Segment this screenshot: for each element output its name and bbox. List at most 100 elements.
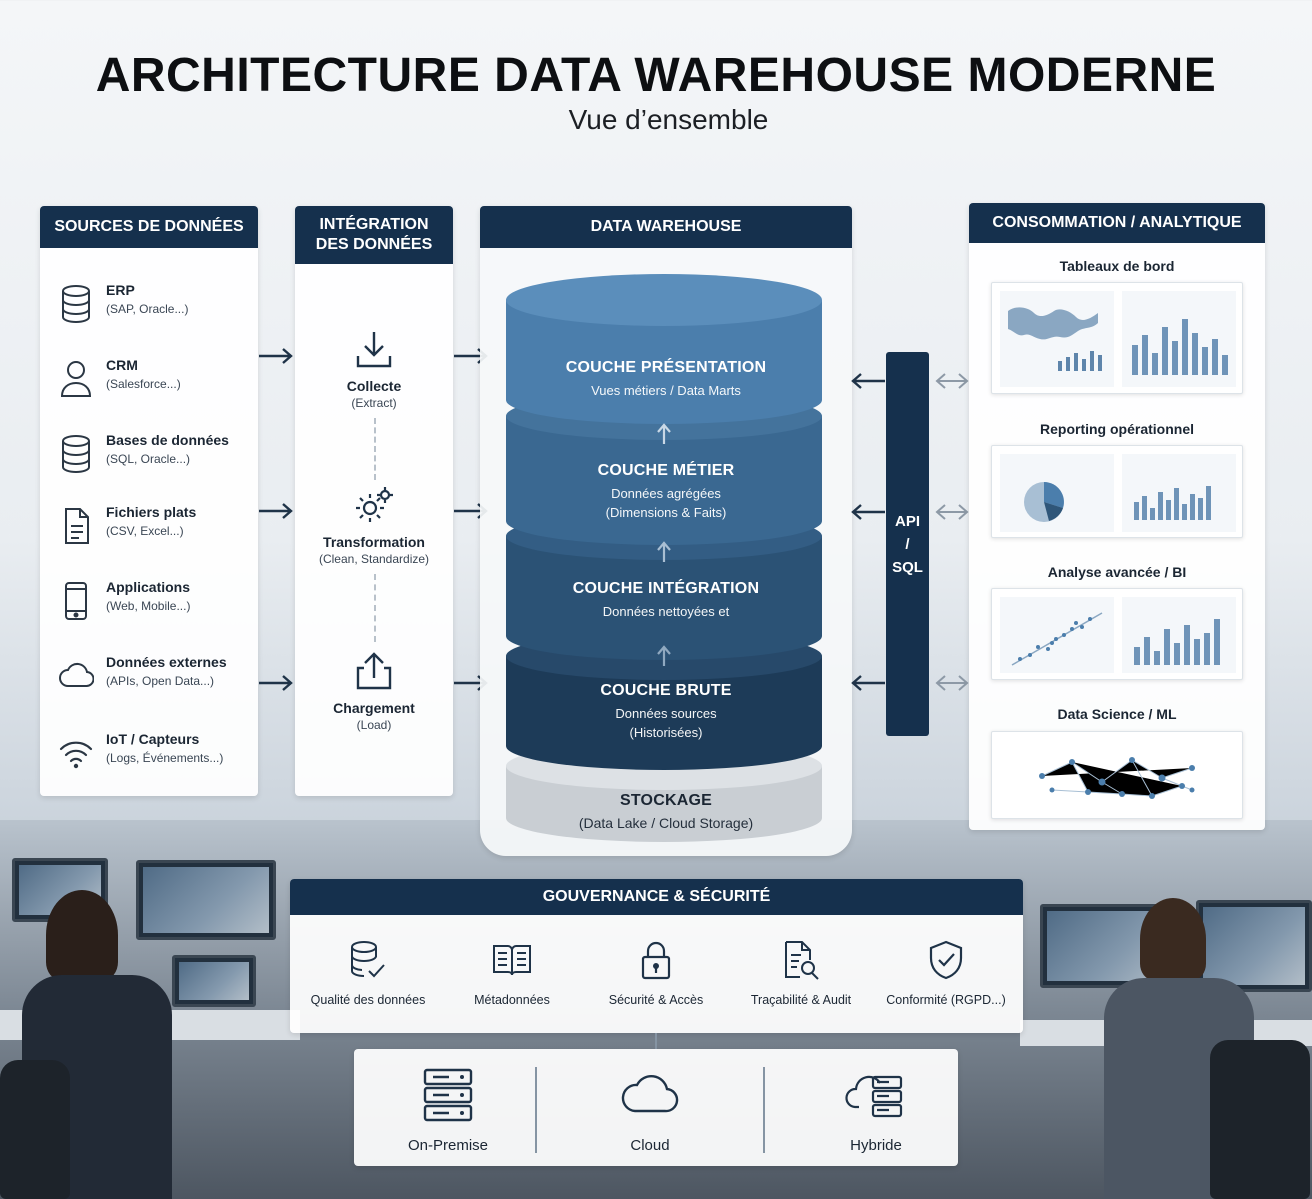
source-sub: (APIs, Open Data...)	[106, 674, 215, 688]
shield-check-icon	[929, 940, 963, 980]
layer-presentation-body	[506, 300, 822, 424]
source-name: Données externes	[106, 654, 227, 670]
consumption-label: Reporting opérationnel	[1040, 421, 1194, 437]
governance-header: GOUVERNANCE & SÉCURITÉ	[290, 879, 1023, 915]
sources-panel: SOURCES DE DONNÉES ERP (SAP, Oracle...) …	[40, 206, 258, 796]
consumption-label: Analyse avancée / BI	[1047, 564, 1187, 580]
governance-label: Qualité des données	[310, 993, 426, 1007]
deployment-divider	[535, 1067, 537, 1153]
database-icon	[62, 435, 90, 474]
layer-sub-line2: (Historisées)	[629, 725, 703, 740]
scatter-preview-icon	[1000, 597, 1236, 673]
source-item-databases: Bases de données (SQL, Oracle...)	[58, 430, 258, 480]
arrow-up-icon	[657, 423, 671, 444]
mobile-icon	[65, 582, 87, 620]
layer-business: COUCHE MÉTIER Données agrégées(Dimension…	[508, 462, 824, 522]
integration-step-collect: Collecte (Extract)	[295, 328, 453, 410]
source-name: ERP	[106, 282, 135, 298]
governance-label: Sécurité & Accès	[608, 993, 704, 1007]
document-search-icon	[785, 941, 819, 980]
layer-title: COUCHE BRUTE	[600, 682, 732, 699]
network-graph-icon	[1039, 757, 1195, 799]
source-sub: (CSV, Excel...)	[106, 524, 184, 538]
governance-item-compliance: Conformité (RGPD...)	[871, 939, 1021, 1007]
deployment-label: Cloud	[630, 1137, 670, 1154]
deployment-item-hybrid: Hybride	[816, 1067, 936, 1154]
double-arrow-icon	[935, 373, 969, 389]
layer-sub: Données sources (Historisées)	[508, 704, 824, 742]
warehouse-cylinder-stack	[506, 274, 822, 842]
integration-panel: INTÉGRATION DES DONNÉES Collecte (Extrac…	[295, 206, 453, 796]
source-item-flat-files: Fichiers plats (CSV, Excel...)	[58, 502, 258, 552]
deployment-item-cloud: Cloud	[590, 1067, 710, 1154]
arrow-left-icon	[851, 504, 885, 520]
layer-sub-line1: Données sources	[615, 706, 717, 721]
consumption-label: Tableaux de bord	[1059, 258, 1175, 274]
layer-presentation-top	[506, 274, 822, 326]
integration-step-load: Chargement (Load)	[295, 650, 453, 732]
source-sub: (SQL, Oracle...)	[106, 452, 191, 466]
user-icon	[60, 361, 92, 397]
storage-title: STOCKAGE	[620, 792, 712, 809]
cloud-icon	[59, 662, 94, 687]
lock-icon	[641, 941, 671, 980]
source-sub: (Salesforce...)	[106, 377, 181, 391]
background-monitor	[136, 860, 276, 940]
source-sub: (Web, Mobile...)	[106, 599, 191, 613]
governance-label: Métadonnées	[474, 993, 550, 1007]
integration-step-name: Chargement	[333, 700, 415, 716]
integration-step-name: Collecte	[346, 378, 402, 394]
background-laptop	[172, 955, 256, 1007]
flow-connector	[374, 574, 376, 642]
background-person	[1140, 898, 1206, 980]
source-item-iot: IoT / Capteurs (Logs, Événements...)	[58, 729, 258, 779]
double-arrow-icon	[935, 504, 969, 520]
integration-step-sub: (Clean, Standardize)	[318, 552, 430, 566]
layer-integration-body	[506, 536, 822, 660]
layer-presentation: COUCHE PRÉSENTATION Vues métiers / Data …	[508, 359, 824, 400]
deployment-item-onpremise: On-Premise	[388, 1067, 508, 1154]
governance-item-metadata: Métadonnées	[437, 939, 587, 1007]
deployment-label: On-Premise	[407, 1137, 489, 1154]
integration-step-sub: (Load)	[356, 718, 392, 732]
background-person	[46, 890, 118, 980]
governance-label: Traçabilité & Audit	[750, 993, 852, 1007]
gears-icon	[356, 487, 393, 522]
source-name: Applications	[106, 579, 191, 595]
dashboard-preview-icon	[1000, 291, 1236, 387]
flow-connector	[374, 418, 376, 480]
arrow-right-icon	[259, 348, 293, 364]
layer-sub: Données nettoyées et	[602, 604, 730, 619]
book-icon	[493, 945, 531, 976]
layer-sub: Données agrégées(Dimensions & Faits)	[508, 484, 824, 522]
download-icon	[356, 332, 392, 368]
arrow-left-icon	[851, 675, 885, 691]
layer-integration: COUCHE INTÉGRATION Données nettoyées et	[508, 580, 824, 621]
integration-step-sub: (Extract)	[351, 396, 397, 410]
deployment-panel: On-Premise Cloud Hybride	[354, 1049, 958, 1166]
api-sql-bar: API / SQL	[886, 352, 929, 736]
background-chair	[1210, 1040, 1310, 1199]
database-icon	[62, 285, 90, 324]
page-title: ARCHITECTURE DATA WAREHOUSE MODERNE	[95, 49, 1217, 102]
layer-sub-line1: Données agrégées	[611, 486, 721, 501]
arrow-up-icon	[657, 645, 671, 666]
governance-item-audit: Traçabilité & Audit	[726, 939, 876, 1007]
source-name: IoT / Capteurs	[106, 731, 200, 747]
background-chair	[0, 1060, 70, 1199]
layer-raw: COUCHE BRUTE Données sources (Historisées…	[508, 682, 824, 742]
arrow-up-icon	[657, 541, 671, 562]
bi-thumbnail	[991, 588, 1243, 680]
file-icon	[65, 508, 89, 544]
layer-title: COUCHE INTÉGRATION	[572, 580, 760, 597]
api-line3: SQL	[892, 558, 923, 576]
cloud-icon	[621, 1074, 679, 1113]
arrow-right-icon	[259, 503, 293, 519]
hybrid-cloud-server-icon	[845, 1075, 903, 1118]
arrow-right-icon	[259, 675, 293, 691]
report-thumbnail	[991, 445, 1243, 538]
source-item-crm: CRM (Salesforce...)	[58, 355, 258, 405]
integration-header-line1: INTÉGRATION	[319, 216, 429, 233]
source-sub: (Logs, Événements...)	[106, 751, 224, 765]
governance-item-quality: Qualité des données	[293, 939, 443, 1007]
